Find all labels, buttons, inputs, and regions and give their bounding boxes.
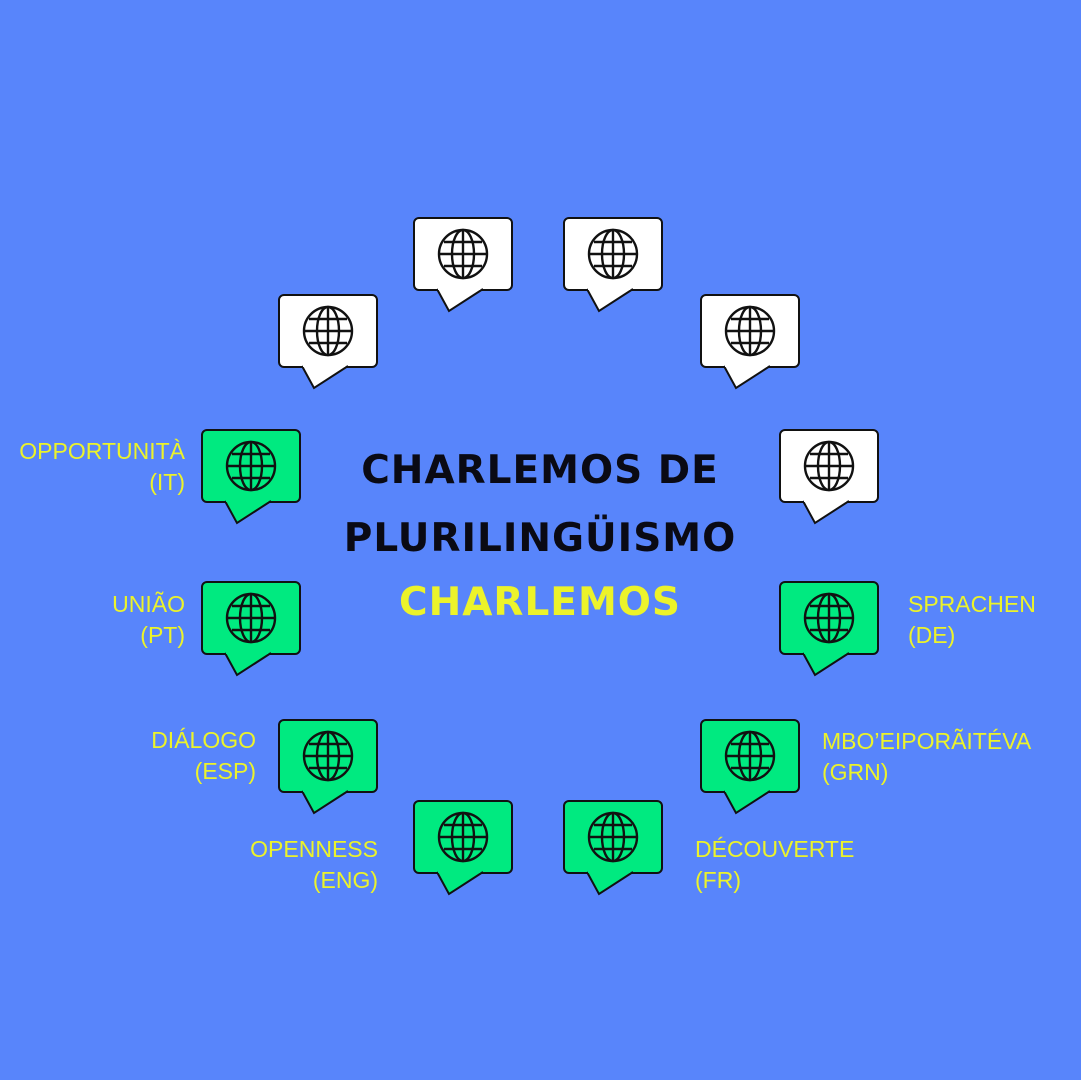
label-de: SPRACHEN (DE) — [908, 589, 1036, 651]
label-grn-word: MBO’EIPORÃITÉVA — [822, 728, 1032, 754]
bubble-tail — [224, 497, 272, 525]
globe-icon — [803, 592, 855, 644]
globe-icon — [724, 305, 776, 357]
label-pt-word: UNIÃO — [112, 591, 185, 617]
label-pt-code: (PT) — [140, 622, 185, 648]
label-it-word: OPPORTUNITÀ — [19, 438, 185, 464]
label-esp-word: DIÁLOGO — [151, 727, 256, 753]
label-fr-word: DÉCOUVERTE — [695, 836, 855, 862]
label-grn-code: (GRN) — [822, 759, 889, 785]
speech-bubble-eng — [413, 800, 513, 896]
label-eng: OPENNESS (ENG) — [250, 834, 378, 896]
bubble-tail — [723, 787, 771, 815]
speech-bubble-white-4 — [700, 294, 800, 390]
speech-bubble-white-2 — [563, 217, 663, 313]
bubble-tail — [301, 362, 349, 390]
label-pt: UNIÃO (PT) — [112, 589, 185, 651]
speech-bubble-white-5 — [779, 429, 879, 525]
title-line-1: CHARLEMOS DE — [361, 448, 719, 493]
speech-bubble-de — [779, 581, 879, 677]
label-it: OPPORTUNITÀ (IT) — [19, 436, 185, 498]
label-fr: DÉCOUVERTE (FR) — [695, 834, 854, 896]
bubble-tail — [802, 649, 850, 677]
globe-icon — [302, 305, 354, 357]
globe-icon — [724, 730, 776, 782]
label-eng-code: (ENG) — [312, 867, 378, 893]
globe-icon — [437, 811, 489, 863]
label-de-code: (DE) — [908, 622, 956, 648]
globe-icon — [437, 228, 489, 280]
globe-icon — [587, 228, 639, 280]
label-esp: DIÁLOGO (ESP) — [151, 725, 256, 787]
speech-bubble-fr — [563, 800, 663, 896]
bubble-tail — [586, 285, 634, 313]
bubble-tail — [224, 649, 272, 677]
globe-icon — [587, 811, 639, 863]
bubble-tail — [436, 285, 484, 313]
globe-icon — [225, 440, 277, 492]
label-it-code: (IT) — [149, 469, 185, 495]
bubble-tail — [723, 362, 771, 390]
globe-icon — [225, 592, 277, 644]
label-de-word: SPRACHEN — [908, 591, 1036, 617]
title-line-2: PLURILINGÜISMO — [343, 516, 737, 561]
globe-icon — [803, 440, 855, 492]
bubble-tail — [586, 868, 634, 896]
speech-bubble-it — [201, 429, 301, 525]
label-grn: MBO’EIPORÃITÉVA (GRN) — [822, 726, 1031, 788]
speech-bubble-esp — [278, 719, 378, 815]
label-fr-code: (FR) — [695, 867, 741, 893]
bubble-tail — [436, 868, 484, 896]
globe-icon — [302, 730, 354, 782]
bubble-tail — [301, 787, 349, 815]
label-esp-code: (ESP) — [194, 758, 256, 784]
speech-bubble-white-1 — [413, 217, 513, 313]
speech-bubble-white-3 — [278, 294, 378, 390]
title-line-3: CHARLEMOS — [398, 580, 682, 625]
label-eng-word: OPENNESS — [250, 836, 378, 862]
bubble-tail — [802, 497, 850, 525]
speech-bubble-grn — [700, 719, 800, 815]
speech-bubble-pt — [201, 581, 301, 677]
